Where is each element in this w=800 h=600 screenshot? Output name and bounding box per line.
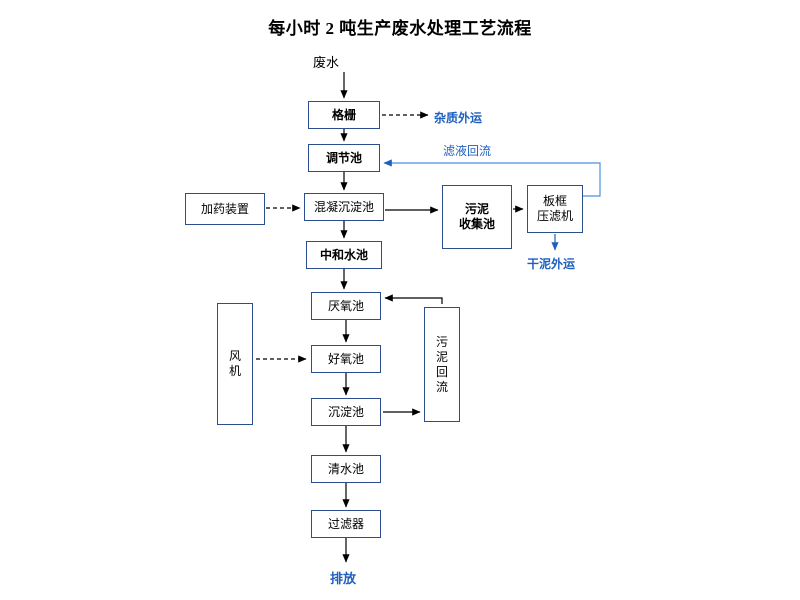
label-discharge: 排放 <box>330 571 357 586</box>
node-coagulation-sedimentation[interactable]: 混凝沉淀池 <box>304 193 384 221</box>
arrow-sludgereturn-to-anaerobic <box>384 294 443 304</box>
node-filter[interactable]: 过滤器 <box>311 510 381 538</box>
node-clear-water-tank[interactable]: 清水池 <box>311 455 381 483</box>
node-sludge-collection[interactable]: 污泥 收集池 <box>442 185 512 249</box>
label-inflow: 废水 <box>313 55 340 70</box>
page-title: 每小时 2 吨生产废水处理工艺流程 <box>268 19 532 38</box>
node-sludge-return[interactable]: 污 泥 回 流 <box>424 307 460 422</box>
label-dry-sludge-out: 干泥外运 <box>527 257 576 271</box>
label-impurity-out: 杂质外运 <box>434 111 483 125</box>
label-filtrate-return: 滤液回流 <box>443 144 492 158</box>
node-aerobic-tank[interactable]: 好氧池 <box>311 345 381 373</box>
node-grid[interactable]: 格栅 <box>308 101 380 129</box>
node-dosing-device[interactable]: 加药装置 <box>185 193 265 225</box>
node-sedimentation-tank[interactable]: 沉淀池 <box>311 398 381 426</box>
node-neutralization-tank[interactable]: 中和水池 <box>306 241 382 269</box>
node-plate-filter-press[interactable]: 板框 压滤机 <box>527 185 583 233</box>
node-anaerobic-tank[interactable]: 厌氧池 <box>311 292 381 320</box>
node-regulating-tank[interactable]: 调节池 <box>308 144 380 172</box>
node-blower[interactable]: 风 机 <box>217 303 253 425</box>
